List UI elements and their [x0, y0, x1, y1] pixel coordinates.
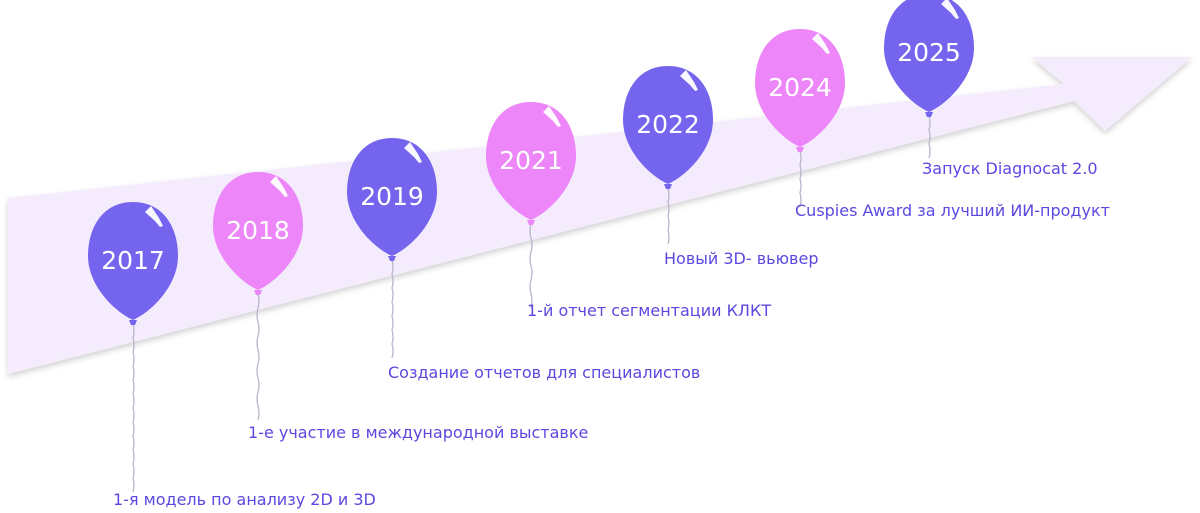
milestone-year: 2018: [226, 216, 290, 245]
milestone-label: 1-я модель по анализу 2D и 3D: [113, 490, 376, 509]
balloon-string: [256, 293, 260, 421]
balloon-string: [132, 323, 135, 493]
balloon-icon: 2017: [88, 202, 178, 325]
milestone-year: 2025: [897, 38, 961, 67]
balloon-highlight: [404, 142, 422, 163]
milestone-label: 1-е участие в международной выставке: [248, 423, 588, 442]
milestone-label: Cuspies Award за лучший ИИ-продукт: [795, 201, 1110, 220]
balloon-icon: 2021: [486, 102, 576, 225]
balloon-highlight: [270, 176, 288, 197]
balloon-icon: 2022: [623, 66, 713, 189]
balloon-highlight: [941, 0, 959, 19]
balloon-string: [928, 115, 931, 159]
milestone-year: 2021: [499, 146, 563, 175]
balloon-icon: 2018: [213, 172, 303, 295]
balloon-highlight: [543, 106, 561, 127]
milestone-label: Новый 3D- вьювер: [664, 249, 818, 268]
balloon-icon: 2025: [884, 0, 974, 117]
balloon-string: [391, 259, 394, 359]
balloon-string: [529, 223, 533, 309]
balloon-highlight: [812, 33, 830, 54]
milestone-2018: 2018 1-е участие в международной выставке: [213, 172, 588, 442]
balloon-icon: 2019: [347, 138, 437, 261]
timeline-arrow: [8, 57, 1192, 374]
balloon-highlight: [680, 70, 698, 91]
milestone-2021: 2021 1-й отчет сегментации КЛКТ: [486, 102, 771, 320]
milestone-year: 2024: [768, 73, 832, 102]
milestone-label: Создание отчетов для специалистов: [388, 363, 700, 382]
milestone-year: 2019: [360, 182, 424, 211]
milestone-label: Запуск Diagnocat 2.0: [922, 159, 1098, 178]
milestone-year: 2017: [101, 246, 165, 275]
milestone-2017: 2017 1-я модель по анализу 2D и 3D: [88, 202, 376, 509]
balloon-icon: 2024: [755, 29, 845, 152]
milestone-year: 2022: [636, 110, 700, 139]
balloon-string: [799, 150, 802, 208]
balloon-string: [667, 187, 670, 245]
milestone-label: 1-й отчет сегментации КЛКТ: [527, 301, 771, 320]
balloon-highlight: [145, 206, 163, 227]
